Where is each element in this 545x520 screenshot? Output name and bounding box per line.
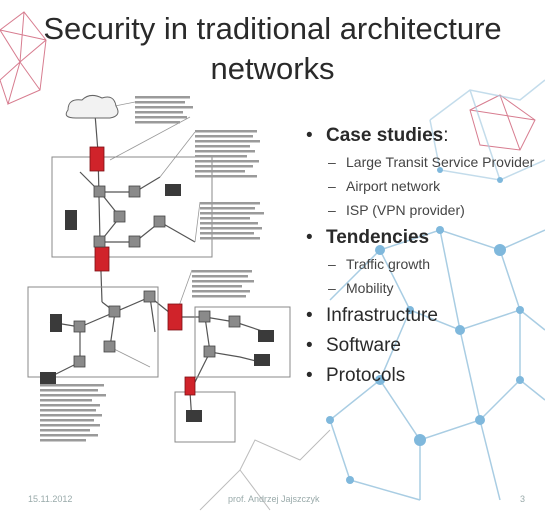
servers-and-terminals [40,184,274,422]
annotation-leader-lines [109,101,201,368]
bullet-list: •Case studies: –Large Transit Service Pr… [300,118,545,388]
bullet-dot: • [306,227,313,248]
routers [73,185,241,368]
sub-bullet-transit-provider: –Large Transit Service Provider [328,154,535,170]
bullet-protocols: •Protocols [306,365,406,386]
bullet-dot: • [306,365,313,386]
internet-cloud [65,94,119,119]
footer-page-number: 3 [520,494,526,504]
bullet-tendencies: •Tendencies [306,227,430,248]
footer-author: prof. Andrzej Jajszczyk [228,494,320,504]
mesh-nodes [326,167,524,484]
slide-title-line2: networks [210,51,335,86]
sub-bullet-isp: –ISP (VPN provider) [328,202,465,218]
bullet-software: •Software [306,335,401,356]
bullet-dot: • [306,305,313,326]
sub-bullet-mobility: –Mobility [328,280,394,296]
slide-title-line1: Security in traditional architecture [43,11,502,46]
bullet-infrastructure: •Infrastructure [306,305,438,326]
bullet-dot: • [306,335,313,356]
sub-bullet-airport-network: –Airport network [328,178,441,194]
sketch-lines-decoration [199,429,331,511]
ip-address-annotations [40,96,264,442]
geodesic-sphere-decoration [0,11,536,151]
network-topology-diagram [27,94,291,443]
bullet-case-studies: •Case studies: [306,125,449,146]
footer-date: 15.11.2012 [28,494,73,504]
firewalls [89,146,196,396]
bullet-dot: • [306,125,313,146]
sub-bullet-traffic-growth: –Traffic growth [328,256,431,272]
